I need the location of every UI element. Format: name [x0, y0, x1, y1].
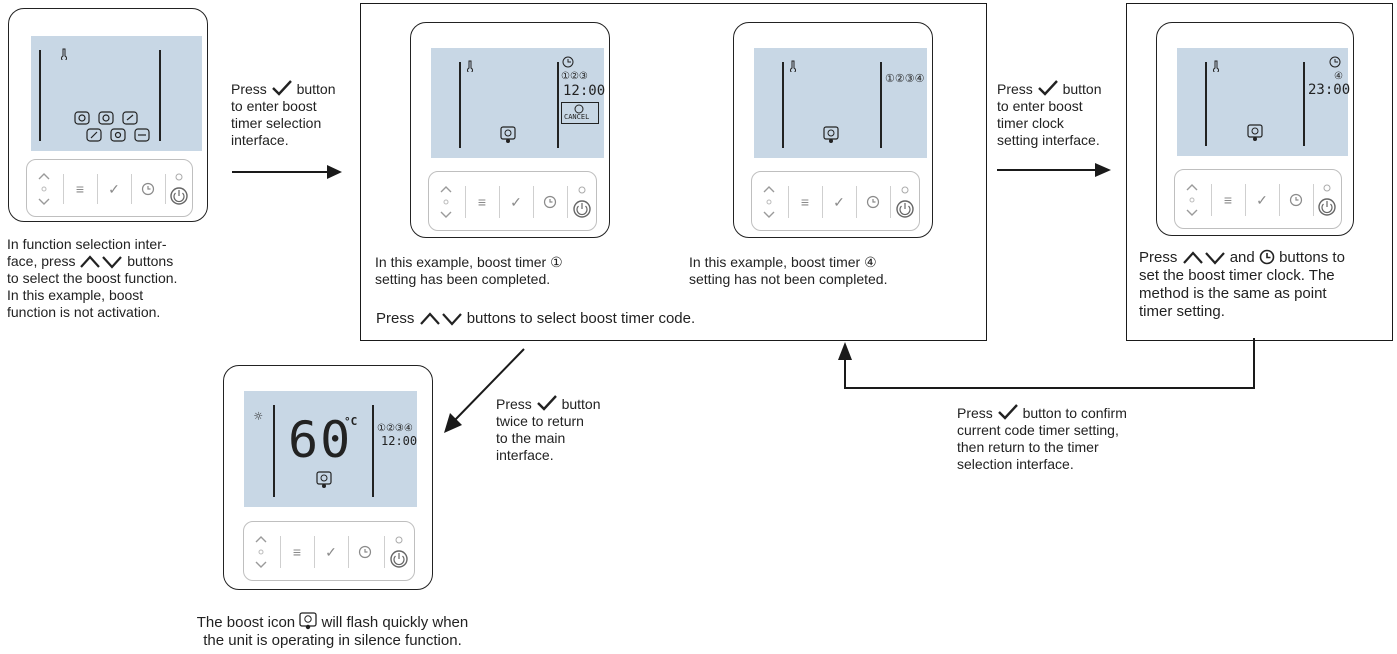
arrow-right-1: [232, 165, 342, 179]
lcd-screen: ①②③④: [754, 48, 927, 158]
lcd-screen: ④ 23:00: [1177, 48, 1350, 156]
check-icon: [997, 404, 1018, 420]
check-icon: [1037, 80, 1058, 96]
boost-icon: [1247, 124, 1263, 141]
thermometer-icon: [467, 60, 473, 72]
power-button[interactable]: [387, 529, 411, 575]
power-button[interactable]: [893, 179, 917, 225]
clock-icon: [1259, 249, 1275, 265]
up-down-buttons[interactable]: [756, 180, 782, 224]
up-down-buttons[interactable]: [433, 180, 459, 224]
up-down-buttons[interactable]: [1179, 178, 1205, 222]
boost-icon: [299, 612, 317, 630]
keypad: ≡ ✓: [751, 171, 920, 231]
group-caption: Press buttons to select boost timer code…: [376, 310, 696, 327]
panel-d-caption: Press and buttons to set the boost timer…: [1139, 249, 1345, 320]
function-icons-grid: [74, 111, 150, 142]
up-down-chevrons-icon: [1182, 251, 1225, 265]
power-button[interactable]: [167, 166, 191, 212]
panel-b-caption: In this example, boost timer ① setting h…: [375, 254, 563, 287]
controller-timer-selection-completed: ①②③ 12:00 CANCEL ≡ ✓: [410, 22, 610, 238]
lcd-screen: ①②③ 12:00 CANCEL: [431, 48, 605, 158]
cancel-badge: CANCEL: [561, 102, 599, 124]
keypad: ≡ ✓: [1174, 169, 1342, 229]
controller-timer-clock-setting: ④ 23:00 ≡ ✓: [1156, 22, 1354, 236]
arrow-right-2: [997, 163, 1111, 177]
power-button[interactable]: [1315, 177, 1339, 223]
controller-timer-selection-not-completed: ①②③④ ≡ ✓: [733, 22, 933, 238]
confirm-button[interactable]: ✓: [1256, 191, 1268, 208]
clock-button[interactable]: [352, 537, 378, 567]
confirm-button[interactable]: ✓: [108, 180, 120, 197]
keypad: ≡ ✓: [243, 521, 415, 581]
up-down-buttons[interactable]: [248, 530, 274, 574]
menu-button[interactable]: ≡: [75, 181, 85, 197]
arrow-down-left: [444, 348, 525, 433]
menu-button[interactable]: ≡: [800, 194, 810, 210]
lcd-screen: [31, 36, 202, 151]
check-icon: [271, 80, 292, 96]
power-button[interactable]: [570, 179, 594, 225]
confirm-button[interactable]: ✓: [325, 543, 337, 560]
thermometer-icon: [790, 60, 796, 72]
lcd-screen: ☼ 60 °C ①②③④ 12:00: [244, 391, 417, 507]
down-arrow-label: Press button twice to return to the main…: [496, 395, 601, 463]
timer-icon: [1329, 56, 1341, 68]
confirm-button[interactable]: ✓: [833, 193, 845, 210]
panel-e-caption: The boost icon will flash quickly when t…: [196, 612, 469, 649]
menu-button[interactable]: ≡: [477, 194, 487, 210]
clock-button[interactable]: [537, 187, 563, 217]
return-arrow: [838, 338, 1255, 389]
up-down-buttons[interactable]: [31, 168, 57, 210]
panel-c-caption: In this example, boost timer ④ setting h…: [689, 254, 888, 287]
arrow-2-label: Press button to enter boost timer clock …: [997, 80, 1102, 148]
clock-button[interactable]: [860, 187, 886, 217]
clock-button[interactable]: [135, 174, 161, 204]
timer-icon: [562, 56, 574, 68]
controller-function-selection: ≡ ✓: [8, 8, 208, 222]
menu-button[interactable]: ≡: [1223, 192, 1233, 208]
clock-button[interactable]: [1283, 185, 1309, 215]
arrow-1-label: Press button to enter boost timer select…: [231, 80, 336, 148]
thermometer-icon: [1213, 60, 1219, 72]
controller-main-interface: ☼ 60 °C ①②③④ 12:00 ≡ ✓: [223, 365, 433, 590]
check-icon: [536, 395, 557, 411]
boost-icon: [316, 471, 332, 488]
keypad: ≡ ✓: [428, 171, 597, 231]
keypad: ≡ ✓: [26, 159, 193, 217]
thermometer-icon: [61, 48, 67, 60]
confirm-button[interactable]: ✓: [510, 193, 522, 210]
up-down-chevrons-icon: [80, 255, 123, 269]
menu-button[interactable]: ≡: [292, 544, 302, 560]
panel-a-caption: In function selection inter- face, press…: [7, 236, 178, 320]
timer-clock-group: [1126, 3, 1393, 341]
boost-icon: [500, 126, 516, 143]
return-arrow-label: Press button to confirm current code tim…: [957, 404, 1127, 472]
up-down-chevrons-icon: [419, 312, 462, 326]
boost-icon: [823, 126, 839, 143]
timer-selection-group: [360, 3, 987, 341]
sun-icon: ☼: [254, 409, 263, 425]
